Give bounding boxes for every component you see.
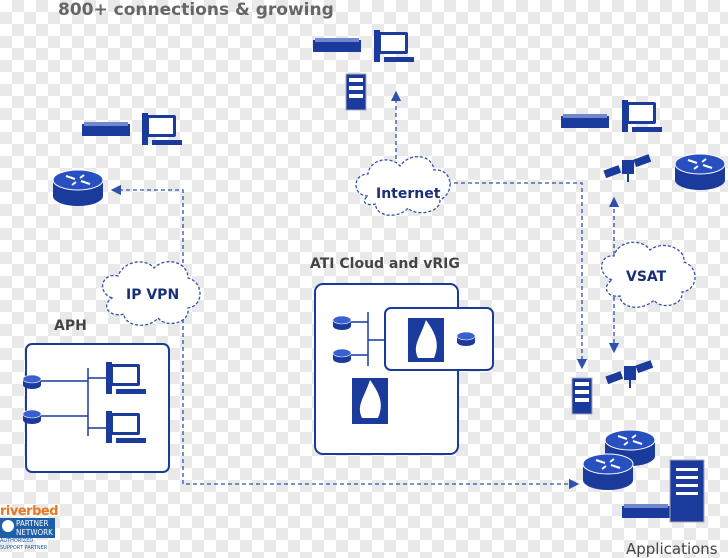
- logo-line2: NETWORK: [16, 528, 53, 537]
- applications-label: Applications: [626, 540, 718, 558]
- apps-appliance-icon: [622, 504, 670, 518]
- aph-computer-2-icon: [106, 411, 146, 443]
- vsat-cloud: [601, 241, 696, 308]
- remote-appliance-icon: [561, 114, 609, 128]
- apps-router-2-icon: [582, 453, 634, 491]
- hq-site: [313, 30, 414, 111]
- globe-icon: [2, 520, 14, 532]
- logo-sub: AUTHORIZED SUPPORT PARTNER: [0, 538, 48, 551]
- logo-line1: PARTNER: [16, 519, 49, 528]
- left-branch-site: [52, 113, 182, 207]
- remote-computer-icon: [622, 100, 662, 132]
- apps-server-icon: [571, 377, 593, 415]
- link-vpn-to-applications: [182, 305, 580, 490]
- aph-computer-1-icon: [106, 362, 146, 394]
- link-internet-to-vsat-site: [440, 182, 588, 370]
- satellite-bottom-icon: [604, 359, 655, 389]
- satellite-top-icon: [602, 153, 653, 183]
- internet-cloud: [355, 156, 451, 216]
- logo-partner-box: PARTNER NETWORK: [0, 518, 55, 538]
- riverbed-partner-logo: riverbed PARTNER NETWORK AUTHORIZED SUPP…: [0, 504, 59, 552]
- applications-site: [571, 359, 705, 523]
- ati-cloud-label: ATI Cloud and vRIG: [310, 256, 460, 272]
- hq-server-icon: [345, 73, 367, 111]
- aph-box: [22, 343, 170, 473]
- internet-label: Internet: [376, 186, 441, 202]
- apps-tower-server-icon: [669, 459, 705, 523]
- branch-appliance-icon: [82, 122, 130, 136]
- branch-router-icon: [52, 169, 104, 207]
- ati-cloud-box: [314, 283, 494, 455]
- vrig-router-icon: [456, 331, 476, 347]
- aph-router-1-icon: [22, 374, 42, 390]
- remote-top-site: [561, 100, 726, 191]
- remote-router-icon: [674, 153, 726, 191]
- headline: 800+ connections & growing: [58, 0, 334, 20]
- ati-router-1-icon: [332, 315, 352, 331]
- ati-router-2-icon: [332, 348, 352, 364]
- hq-appliance-icon: [313, 38, 361, 52]
- vsat-label: VSAT: [626, 269, 667, 285]
- hq-computer-icon: [374, 30, 414, 62]
- ip-vpn-label: IP VPN: [126, 287, 180, 303]
- aph-label: APH: [54, 318, 87, 334]
- aph-router-2-icon: [22, 409, 42, 425]
- logo-brand: riverbed: [0, 504, 59, 519]
- branch-computer-icon: [142, 113, 182, 145]
- ip-vpn-cloud: [102, 261, 201, 326]
